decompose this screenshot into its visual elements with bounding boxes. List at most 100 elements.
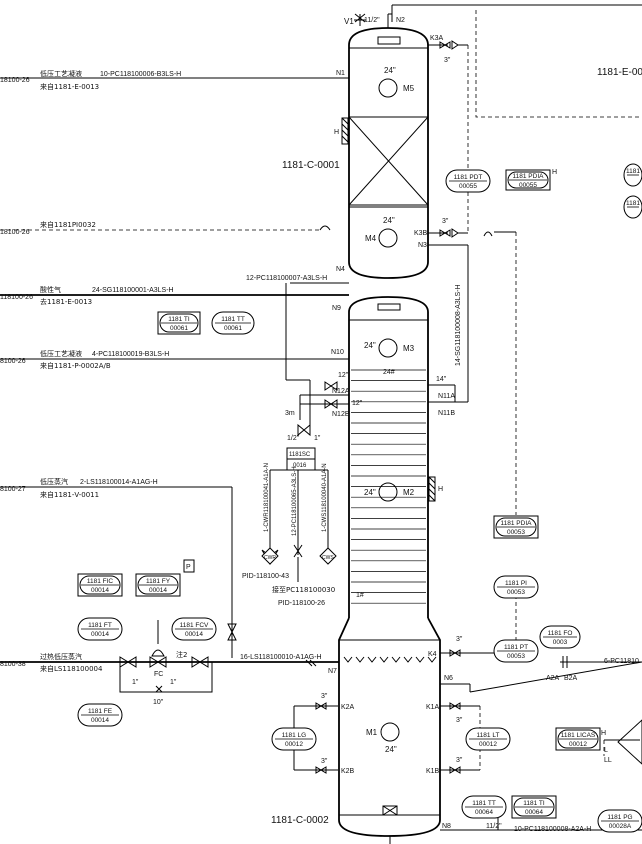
manhole-m2 (378, 482, 398, 502)
instrument-number: 00028A (609, 823, 632, 830)
svg-text:P: P (186, 564, 191, 571)
svg-text:N6: N6 (444, 675, 453, 682)
svg-text:H: H (438, 486, 443, 493)
svg-text:CWS: CWS (322, 555, 334, 561)
instrument-tag: 1181 PG (607, 814, 632, 821)
svg-text:H: H (334, 129, 339, 136)
svg-text:12": 12" (352, 400, 363, 407)
svg-text:接至PC118100030: 接至PC118100030 (272, 585, 335, 594)
exchanger-outline: 1181-E-00 (392, 4, 642, 118)
svg-text:M3: M3 (403, 344, 415, 353)
instrument-tag: 1181 TT (472, 800, 496, 807)
svg-text:24": 24" (364, 341, 376, 350)
instrument-number: 00014 (185, 631, 203, 638)
instrument-tag: 1181 TT (221, 316, 245, 323)
svg-text:0016: 0016 (293, 463, 307, 469)
instrument-tag: 1181 PDT (454, 174, 483, 181)
instrument-tag: 1181 TI (523, 800, 545, 807)
manhole-m3 (378, 338, 398, 358)
left-line-4: 8100-26 低压工艺凝液 4-PC118100019-B3LS-H 来自11… (0, 349, 349, 370)
lower-column-label: 1181-C-0002 (271, 815, 329, 826)
svg-text:1-CWR118100041-A1A-N: 1-CWR118100041-A1A-N (264, 463, 270, 532)
instrument-number: 00064 (475, 809, 493, 816)
svg-text:24-SG118100001-A3LS-H: 24-SG118100001-A3LS-H (92, 287, 174, 294)
instrument-bubble: 1181 FCV 00014 (171, 617, 217, 641)
instrument-number: 00055 (459, 183, 477, 190)
svg-text:1/2": 1/2" (287, 435, 300, 442)
instrument-number: 00053 (507, 653, 525, 660)
instrument-tag: 1181 (626, 168, 640, 175)
alarm-high-label: H (552, 169, 557, 176)
svg-text:11/2": 11/2" (364, 17, 380, 24)
instrument-tag: 1181 PDIA (501, 520, 533, 527)
instrument-number: 00055 (519, 182, 537, 189)
svg-text:过热低压蒸汽: 过热低压蒸汽 (40, 652, 82, 661)
instrument-tag: 1181 LG (282, 732, 306, 739)
svg-text:PID-118100-26: PID-118100-26 (278, 600, 325, 607)
svg-text:来自1181-E-0013: 来自1181-E-0013 (40, 82, 99, 91)
svg-text:8100-26: 8100-26 (0, 358, 26, 365)
svg-text:低压蒸汽: 低压蒸汽 (40, 477, 68, 486)
svg-text:24": 24" (384, 66, 396, 75)
manhole-m1 (380, 722, 400, 742)
svg-text:酸性气: 酸性气 (40, 285, 61, 294)
svg-text:18100-26: 18100-26 (0, 229, 30, 236)
instrument-tag: 1181 LICAS (561, 732, 596, 739)
svg-text:24": 24" (364, 488, 376, 497)
sample-cooler: 12" N12A 12" N12B 3m 1/2" 1" 1181SC 0016… (242, 372, 363, 607)
instrument-tag: 1181 (626, 200, 640, 207)
exchanger-label: 1181-E-00 (597, 67, 642, 78)
svg-text:10": 10" (153, 699, 164, 706)
instrument-bubble: 1181 FO 0003 (539, 625, 581, 649)
svg-text:FC: FC (154, 671, 163, 678)
svg-text:16-LS118100010-A1AG-H: 16-LS118100010-A1AG-H (240, 654, 322, 661)
svg-text:N3: N3 (418, 242, 427, 249)
svg-text:N11A: N11A (438, 393, 455, 400)
svg-text:N4: N4 (336, 266, 345, 273)
svg-text:1-CWS118100040-A1A-N: 1-CWS118100040-A1A-N (322, 463, 328, 532)
instrument-tag: 1181 TI (168, 316, 190, 323)
svg-text:来自1181-V-0011: 来自1181-V-0011 (40, 490, 99, 499)
manhole-m5 (378, 78, 398, 98)
left-line-2: 18100-26 来自1181PI0032 (0, 220, 331, 236)
left-line-3: 118100-26 酸性气 24-SG118100001-A3LS-H 去118… (0, 266, 349, 380)
svg-text:3": 3" (321, 758, 328, 765)
svg-text:来自1181-P-0002A/B: 来自1181-P-0002A/B (40, 361, 111, 370)
instrument-number: 00061 (224, 325, 242, 332)
svg-text:N11B: N11B (438, 410, 455, 417)
svg-text:L: L (604, 747, 608, 754)
svg-text:A2A: A2A (546, 675, 560, 682)
svg-text:N12A: N12A (332, 388, 350, 395)
instrument-tag: 1181 FO (548, 630, 573, 637)
svg-text:K1A: K1A (426, 704, 440, 711)
svg-text:12": 12" (338, 372, 349, 379)
instrument-number: 0003 (553, 639, 568, 646)
svg-text:1#: 1# (356, 592, 364, 599)
upper-column-label: 1181-C-0001 (282, 160, 340, 171)
svg-text:CWR: CWR (264, 555, 276, 561)
instrument-bubble: 1181 PG 00028A (597, 809, 642, 833)
svg-text:N2: N2 (396, 17, 405, 24)
pdt-loop: K3A 3" 3" K3B N3 14" N11A N11B 14-SG1181… (414, 35, 517, 515)
instrument-number: 00053 (507, 529, 525, 536)
svg-text:11/2": 11/2" (486, 823, 502, 830)
flow-control-set: FC 注2 1" 1" 10" P (119, 559, 213, 706)
instrument-number: 00014 (91, 587, 109, 594)
svg-text:N7: N7 (328, 668, 337, 675)
manhole-m4 (378, 228, 398, 248)
left-line-5: 8100-27 低压蒸汽 2-LS118100014-A1AG-H 来自1181… (0, 477, 237, 658)
instrument-bubble: 1181 (623, 195, 642, 219)
svg-text:H: H (601, 730, 606, 737)
svg-text:1": 1" (170, 679, 177, 686)
instrument-number: 00061 (170, 325, 188, 332)
instrument-bubble: 1181 TT 00064 (461, 795, 507, 819)
instrument-tag: 1181 FCV (180, 622, 209, 629)
instrument-bubble: 1181 PDIA 00053 (493, 515, 539, 539)
svg-text:10-PC118100006-B3LS-H: 10-PC118100006-B3LS-H (100, 71, 181, 78)
